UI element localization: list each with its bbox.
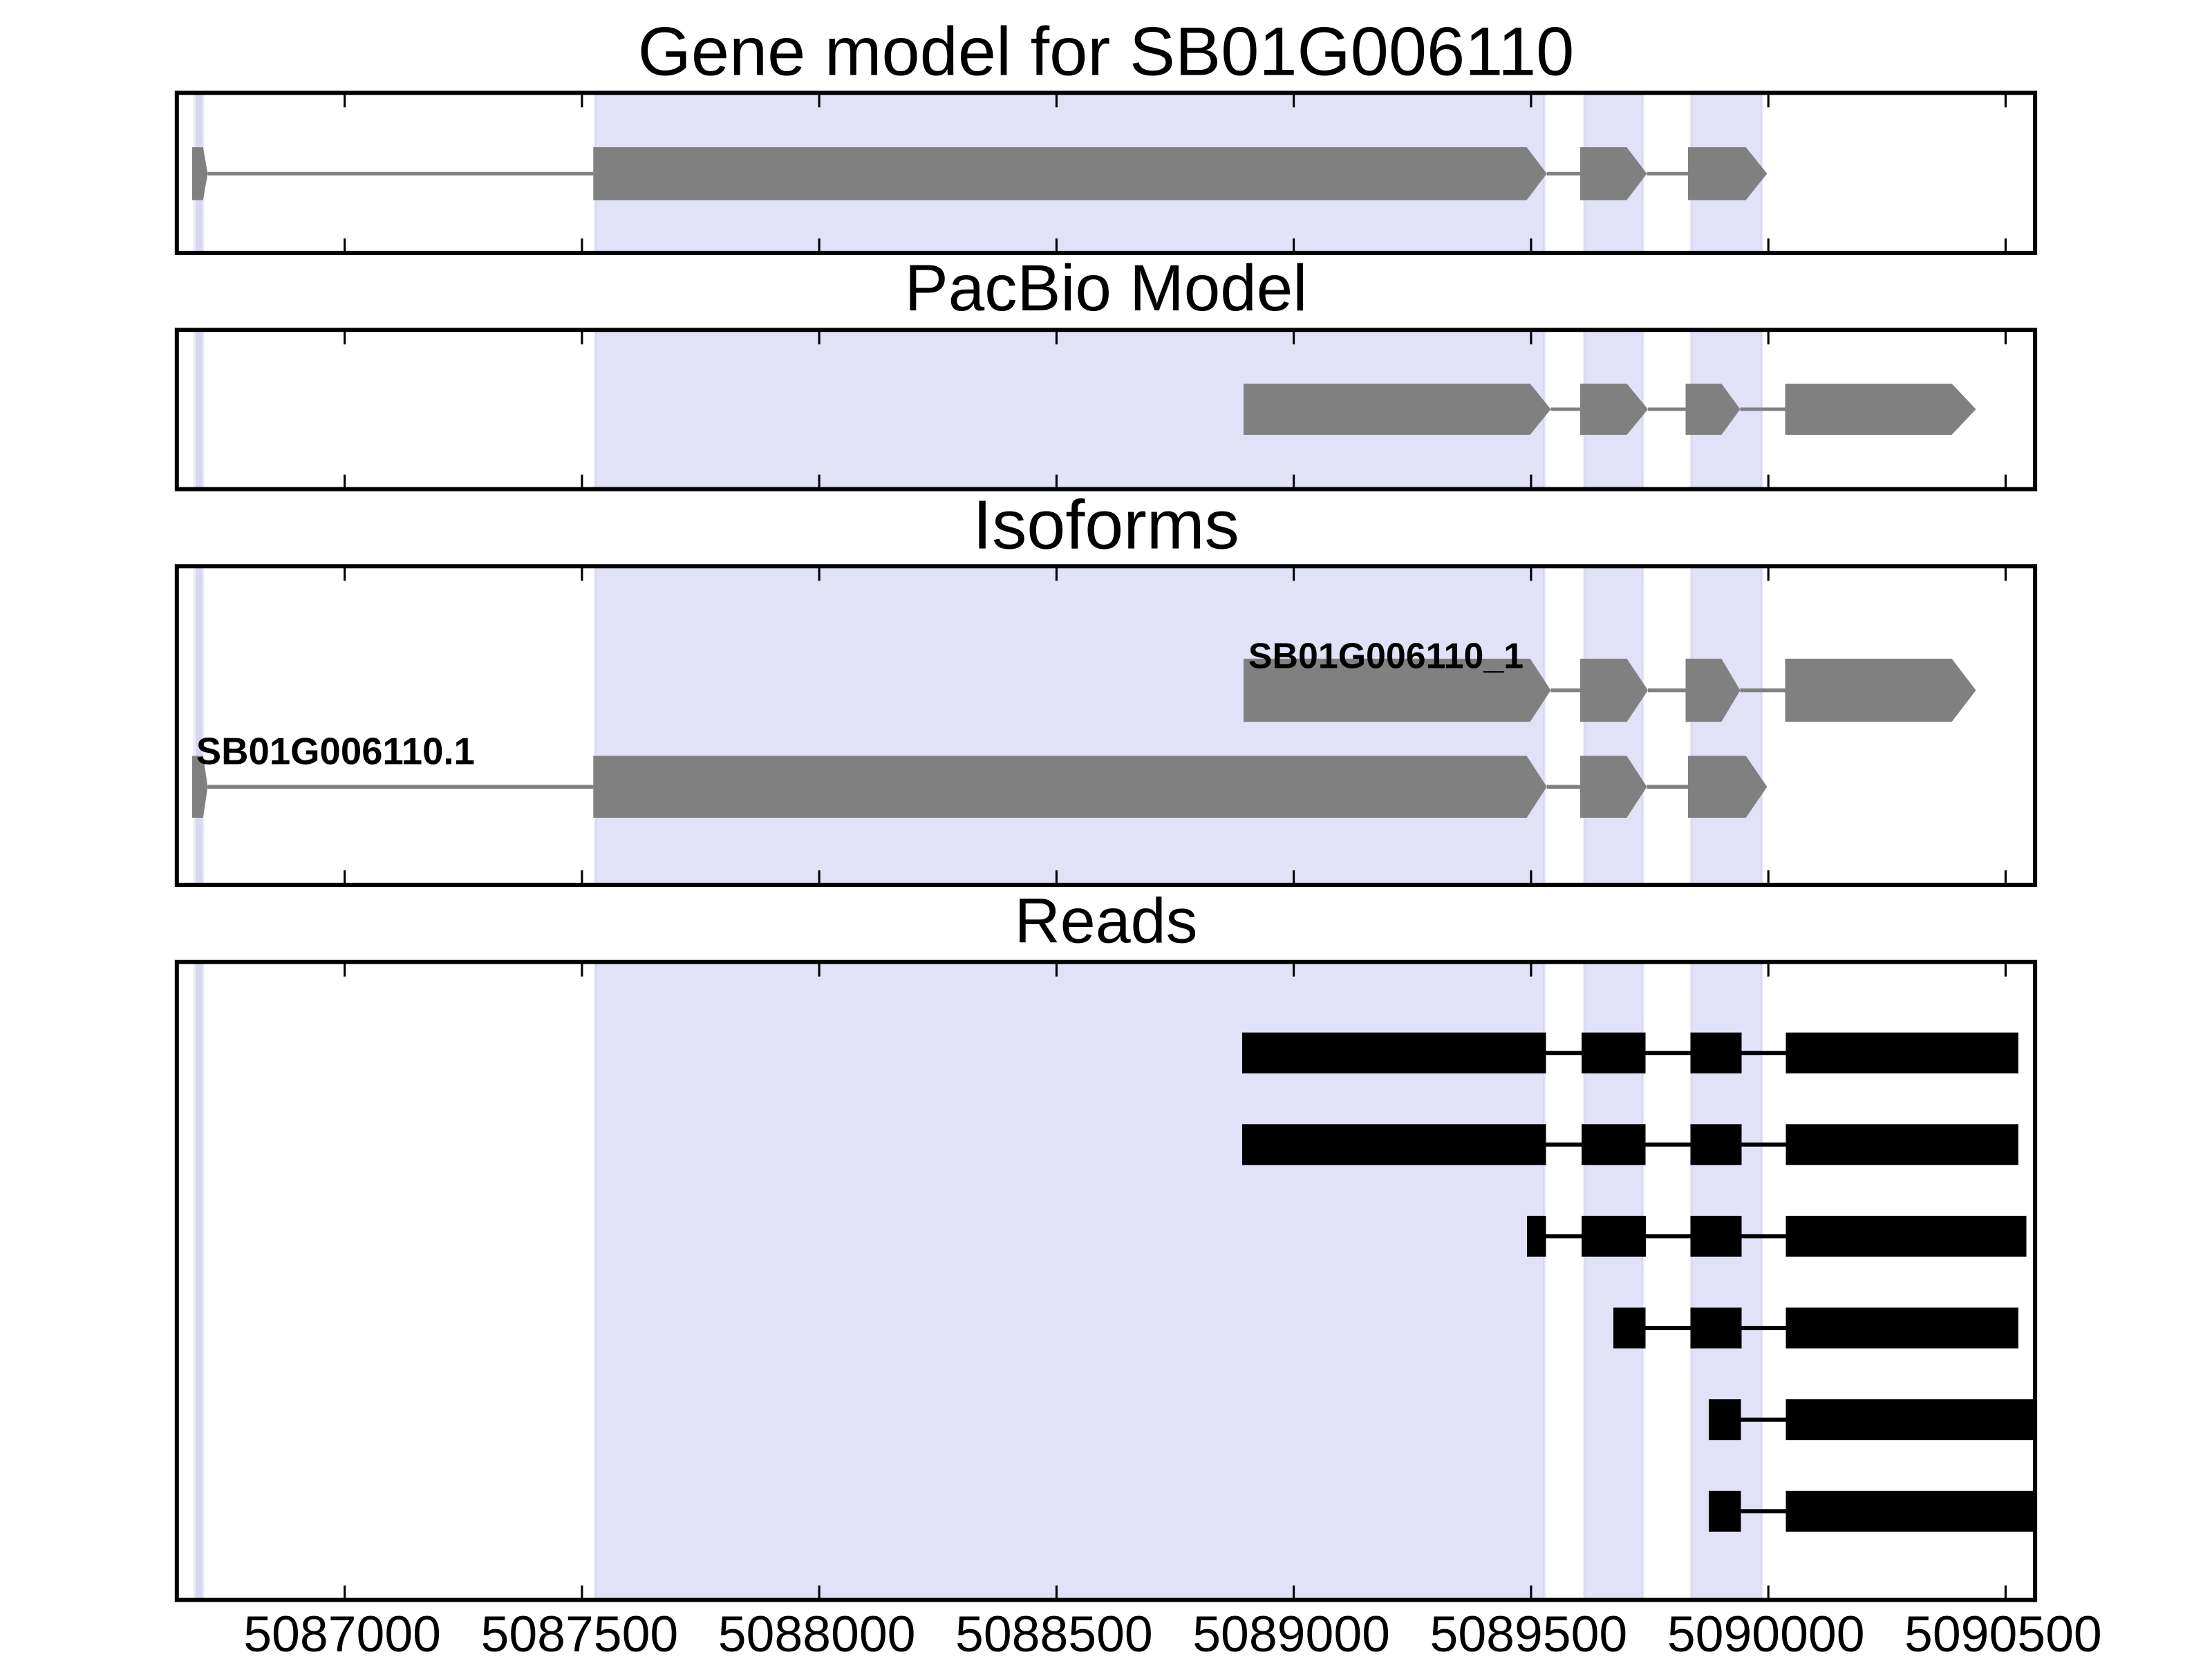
- svg-text:Isoforms: Isoforms: [973, 486, 1239, 563]
- svg-text:5089000: 5089000: [1192, 1606, 1390, 1659]
- svg-text:PacBio Model: PacBio Model: [905, 252, 1307, 325]
- svg-text:5090000: 5090000: [1667, 1606, 1865, 1659]
- svg-text:5087500: 5087500: [481, 1606, 679, 1659]
- svg-text:5088500: 5088500: [955, 1606, 1153, 1659]
- svg-text:SB01G006110.1: SB01G006110.1: [196, 731, 475, 773]
- svg-text:5087000: 5087000: [243, 1606, 441, 1659]
- svg-text:Reads: Reads: [1015, 886, 1198, 957]
- svg-text:SB01G006110_1: SB01G006110_1: [1248, 635, 1524, 675]
- svg-text:5090500: 5090500: [1904, 1606, 2102, 1659]
- svg-text:5088000: 5088000: [718, 1606, 916, 1659]
- svg-text:5089500: 5089500: [1430, 1606, 1628, 1659]
- svg-text:Gene model for SB01G006110: Gene model for SB01G006110: [638, 14, 1575, 91]
